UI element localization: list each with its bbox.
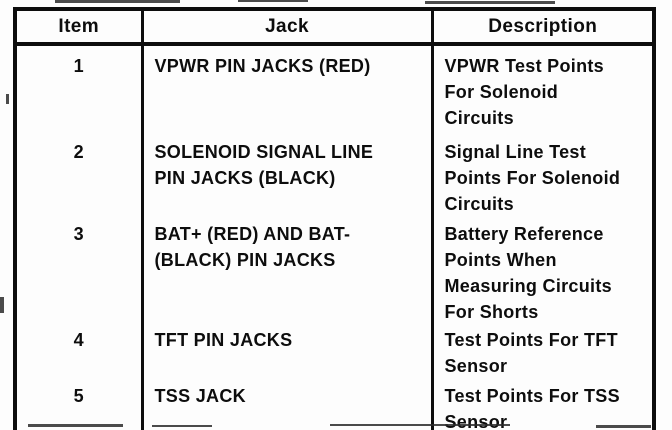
scan-noise — [596, 425, 651, 428]
jack-description-table: Item Jack Description 1 VPWR PIN JACKS (… — [13, 7, 656, 430]
jack-description: Test Points For TSS Sensor — [444, 386, 620, 430]
table-row: 3 BAT+ (RED) AND BAT- (BLACK) PIN JACKS … — [15, 219, 654, 325]
scan-noise — [6, 94, 9, 104]
item-number: 5 — [15, 381, 144, 430]
table-row: 1 VPWR PIN JACKS (RED) VPWR Test Points … — [15, 44, 654, 137]
column-header-jack: Jack — [142, 9, 434, 46]
scan-noise — [0, 297, 4, 313]
column-header-item: Item — [15, 9, 144, 46]
table-row: 2 SOLENOID SIGNAL LINE PIN JACKS (BLACK)… — [15, 137, 654, 219]
item-number: 4 — [15, 325, 144, 381]
scan-noise — [28, 424, 123, 427]
jack-name: VPWR PIN JACKS (RED) — [142, 44, 434, 137]
item-number: 1 — [15, 44, 144, 137]
table-row: 4 TFT PIN JACKS Test Points For TFT Sens… — [15, 325, 654, 381]
jack-name: TFT PIN JACKS — [142, 325, 434, 381]
item-number: 3 — [15, 219, 144, 325]
scan-noise — [238, 0, 308, 2]
jack-description: Test Points For TFT Sensor — [444, 330, 618, 376]
column-header-description: Description — [432, 9, 654, 46]
jack-description: VPWR Test Points For Solenoid Circuits — [444, 56, 604, 128]
jack-description: Battery Reference Points When Measuring … — [444, 224, 612, 322]
jack-name: TSS JACK — [142, 381, 434, 430]
header-row: Item Jack Description — [15, 9, 654, 46]
scan-noise — [330, 424, 510, 426]
jack-name: SOLENOID SIGNAL LINE PIN JACKS (BLACK) — [142, 137, 434, 219]
scan-noise — [152, 425, 212, 427]
scan-noise — [425, 1, 555, 4]
jack-name: BAT+ (RED) AND BAT- (BLACK) PIN JACKS — [142, 219, 434, 325]
item-number: 2 — [15, 137, 144, 219]
scan-noise — [55, 0, 180, 3]
jack-description: Signal Line Test Points For Solenoid Cir… — [444, 142, 621, 214]
table-row: 5 TSS JACK Test Points For TSS Sensor — [15, 381, 654, 430]
